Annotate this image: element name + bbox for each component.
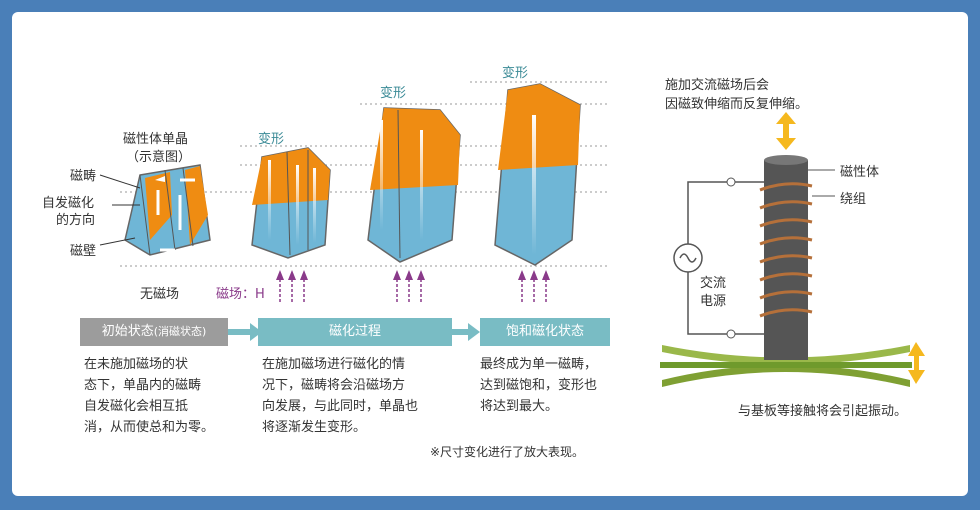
stage-initial-sub: (消磁状态) xyxy=(153,325,207,338)
label-spontaneous-1: 自发磁化 xyxy=(42,196,95,211)
device xyxy=(660,112,925,387)
crystal-initial xyxy=(124,164,211,256)
crystal-stage3 xyxy=(367,107,461,263)
stage-saturated: 饱和磁化状态 xyxy=(480,318,610,346)
label-ac-1: 交流 xyxy=(700,276,727,291)
stage-initial: 初始状态(消磁状态) xyxy=(80,318,228,346)
label-ac-2: 电源 xyxy=(700,294,727,309)
desc-magnetizing: 在施加磁场进行磁化的情 况下，磁畴将会沿磁场方 向发展，与此同时，单晶也 将逐渐… xyxy=(262,357,419,435)
top-text-2: 因磁致伸缩而反复伸缩。 xyxy=(665,97,809,112)
label-coil: 绕组 xyxy=(840,192,867,207)
top-text-1: 施加交流磁场后会 xyxy=(665,78,770,93)
stage-initial-label: 初始状态 xyxy=(101,324,154,339)
crystal-leaders xyxy=(99,174,141,246)
stage-magnetizing: 磁化过程 xyxy=(258,318,452,346)
content-panel xyxy=(12,12,968,496)
desc-initial: 在未施加磁场的状 态下，单晶内的磁畴 自发磁化会相互抵 消，从而使总和为零。 xyxy=(84,357,215,435)
crystal-stage2 xyxy=(251,147,331,259)
field-arrows xyxy=(276,270,550,302)
crystal-subtitle: （示意图） xyxy=(126,150,192,165)
label-magnetic-body: 磁性体 xyxy=(840,165,880,180)
label-wall: 磁壁 xyxy=(70,244,97,259)
label-spontaneous-2: 的方向 xyxy=(56,213,96,228)
label-field: 磁场：H xyxy=(216,287,265,302)
stage-connectors xyxy=(228,323,480,341)
crystal-stage4 xyxy=(494,83,581,266)
label-deform-3: 变形 xyxy=(502,66,529,81)
label-deform-2: 变形 xyxy=(380,86,407,101)
bottom-text: 与基板等接触将会引起振动。 xyxy=(738,404,908,419)
label-domain: 磁畴 xyxy=(70,169,97,184)
label-deform-1: 变形 xyxy=(258,132,285,147)
note: ※尺寸变化进行了放大表现。 xyxy=(430,445,585,459)
desc-saturated: 最终成为单一磁畴， 达到磁饱和，变形也 将达到最大。 xyxy=(480,357,598,414)
label-no-field: 无磁场 xyxy=(140,287,180,302)
crystal-title: 磁性体单晶 xyxy=(123,132,189,147)
